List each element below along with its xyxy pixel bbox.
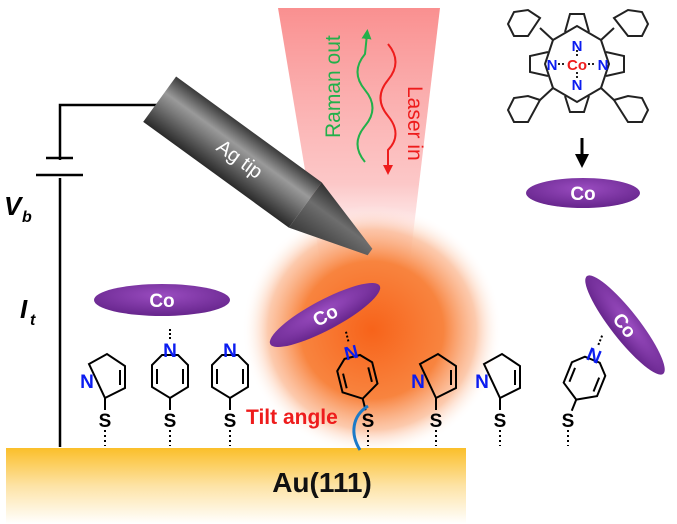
sulfur-atom: S bbox=[494, 411, 507, 432]
nitrogen-atom: N bbox=[342, 342, 360, 366]
nitrogen-atom: N bbox=[80, 372, 94, 393]
nitrogen-atom: N bbox=[223, 341, 237, 362]
cotpp-n-bottom: N bbox=[572, 77, 583, 94]
substrate-label: Au(111) bbox=[272, 467, 372, 498]
surface-molecule-4-mercaptopyridine: SN bbox=[211, 341, 249, 446]
nitrogen-atom: N bbox=[163, 341, 177, 362]
sulfur-atom: S bbox=[224, 411, 237, 432]
plasmonic-hotspot bbox=[242, 205, 502, 455]
svg-text:t: t bbox=[30, 312, 36, 329]
down-arrow-icon bbox=[575, 138, 589, 168]
tilt-angle-arc bbox=[352, 404, 369, 451]
surface-molecule-4-mercaptopyridine: SN bbox=[336, 329, 379, 446]
svg-text:Co: Co bbox=[149, 291, 174, 312]
nitrogen-atom: N bbox=[411, 372, 425, 393]
surface-molecule-2-mercaptopyridine: SN bbox=[411, 352, 457, 446]
nitrogen-atom: N bbox=[475, 372, 489, 393]
sulfur-atom: S bbox=[99, 411, 112, 432]
svg-text:V: V bbox=[4, 191, 24, 221]
raman-out-wave bbox=[356, 29, 374, 163]
cotpp-co-atom: Co bbox=[567, 57, 587, 74]
circuit bbox=[36, 103, 180, 447]
svg-text:I: I bbox=[20, 294, 28, 324]
sulfur-atom: S bbox=[430, 411, 443, 432]
surface-molecule-4-mercaptopyridine: SN bbox=[562, 333, 607, 446]
laser-in-wave bbox=[379, 43, 397, 175]
cotpp-n-left: N bbox=[547, 57, 558, 74]
raman-out-label: Raman out bbox=[322, 35, 345, 138]
svg-text:b: b bbox=[22, 209, 32, 226]
sulfur-atom: S bbox=[164, 411, 177, 432]
surface-molecule-2-mercaptopyridine: SN bbox=[475, 352, 521, 446]
bias-voltage-label: V b bbox=[4, 191, 32, 226]
surface-molecule-4-mercaptopyridine: SN bbox=[151, 327, 189, 446]
gold-substrate bbox=[6, 448, 466, 524]
tunnel-current-label: I t bbox=[20, 294, 36, 329]
svg-text:Co: Co bbox=[570, 184, 595, 205]
sulfur-atom: S bbox=[362, 411, 375, 432]
laser-in-label: Laser in bbox=[403, 86, 426, 161]
tilt-angle-label: Tilt angle bbox=[246, 406, 338, 429]
cotpp-molecule bbox=[506, 8, 650, 123]
co-disc-upright: Co bbox=[94, 284, 230, 316]
sulfur-atom: S bbox=[562, 411, 575, 432]
co-disc-legend: Co bbox=[526, 178, 640, 208]
cotpp-n-top: N bbox=[572, 38, 583, 55]
surface-molecule-2-mercaptopyridine: SN bbox=[80, 352, 126, 446]
cotpp-n-right: N bbox=[598, 57, 609, 74]
ag-tip: Ag tip bbox=[143, 76, 373, 256]
